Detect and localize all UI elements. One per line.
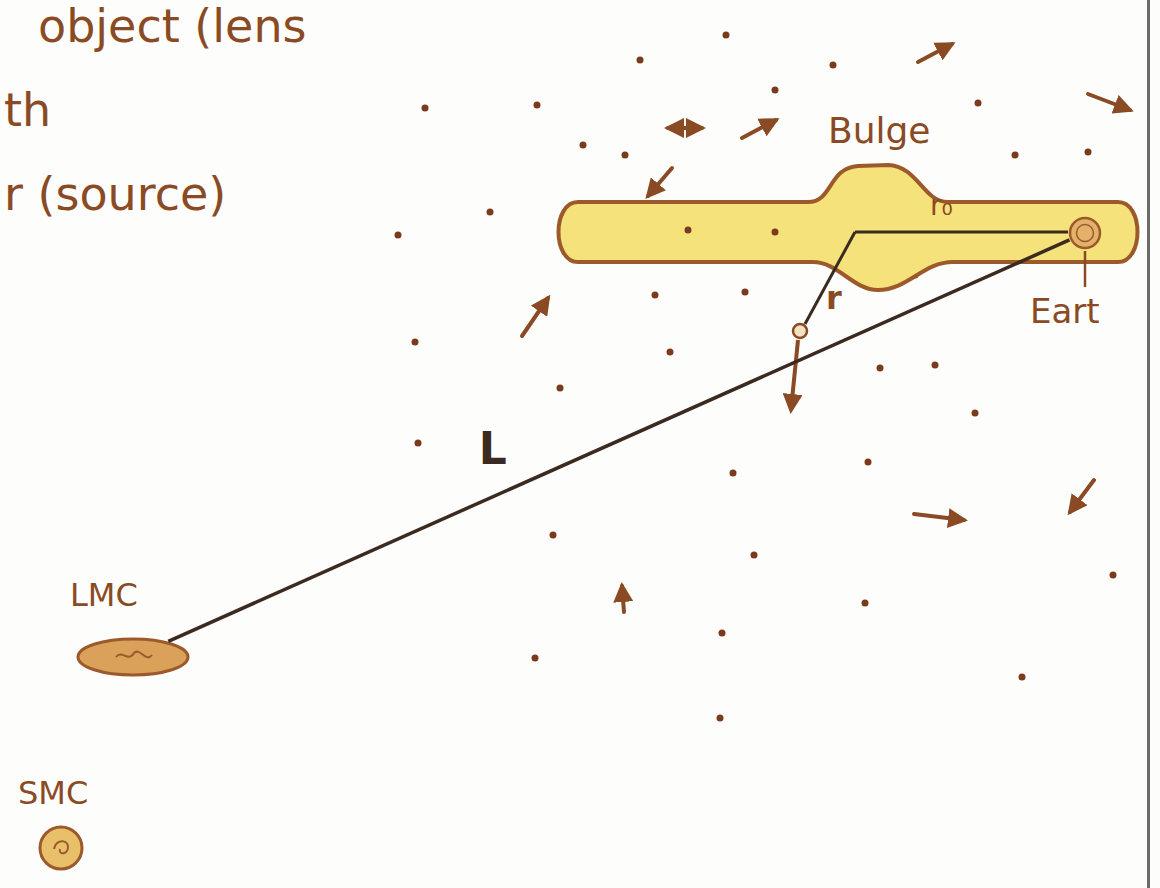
earth-outline: [1068, 216, 1102, 250]
annotation-text: r₀: [930, 190, 953, 222]
lens-motion-arrow: [791, 340, 798, 410]
earth-leader: [1084, 251, 1087, 287]
earth-ring: [1077, 225, 1094, 242]
sight-line: [168, 240, 1069, 641]
node-label: SMC: [18, 775, 88, 812]
earth-node: Eart: [1068, 216, 1102, 250]
node-label: LMC: [70, 577, 138, 614]
galaxy-disk: [559, 165, 1138, 290]
lmc-scribble: [116, 652, 152, 658]
star-dots: [395, 32, 1117, 722]
lens-object: [793, 324, 807, 338]
r-line: [805, 232, 855, 324]
annotation-text: r (source): [4, 168, 226, 221]
galaxy-outline: [558, 160, 1142, 292]
disk-stars: [685, 227, 779, 236]
galaxy-node: BulgeEart: [558, 160, 1142, 292]
earth-circle: [1070, 218, 1100, 248]
lmc-outline: [76, 637, 190, 677]
smc-outline: [38, 825, 84, 871]
annotation-text: r: [826, 280, 842, 317]
smc-circle: [40, 827, 82, 869]
motion-arrows: [522, 44, 1130, 612]
smc-node: SMC: [38, 825, 84, 871]
annotation-text: object (lens: [38, 0, 307, 53]
smc-scribble: [54, 841, 68, 853]
node-label: Eart: [1030, 292, 1100, 331]
lmc-ellipse: [78, 639, 188, 675]
edge-label: L: [479, 423, 507, 474]
annotation-text: th: [4, 84, 51, 137]
node-label: Bulge: [828, 110, 931, 151]
r0-line: [855, 231, 1068, 234]
scan-edge: [1147, 0, 1150, 888]
lmc-node: LMC: [76, 637, 190, 677]
